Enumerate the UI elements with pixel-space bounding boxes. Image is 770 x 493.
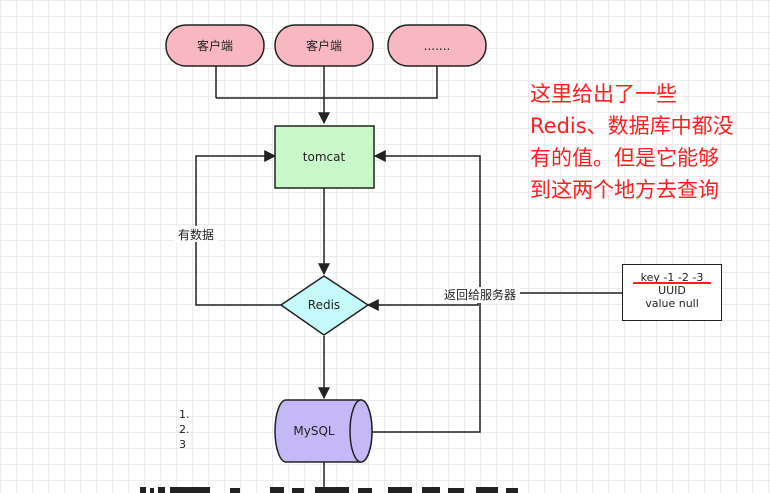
annotation-line: Redis、数据库中都没 — [530, 114, 734, 138]
list-item: 1. — [179, 408, 190, 421]
annotation-line: 这里给出了一些 — [530, 82, 677, 106]
node-tomcat[interactable]: tomcat — [274, 125, 375, 189]
numbered-list: 1. 2. 3 — [179, 407, 190, 452]
red-underline — [632, 282, 712, 284]
key-line-text: key -1 -2 -3 — [640, 271, 704, 284]
edge-client3-bus — [216, 66, 438, 99]
node-client-more[interactable]: ....... — [387, 24, 487, 67]
annotation-note: 这里给出了一些 Redis、数据库中都没 有的值。但是它能够 到这两个地方去查询 — [530, 78, 766, 206]
value-null-line: value null — [645, 297, 699, 310]
uuid-line: UUID — [658, 284, 686, 297]
node-tomcat-label: tomcat — [303, 150, 346, 164]
node-client-1[interactable]: 客户端 — [165, 24, 265, 67]
annotation-line: 到这两个地方去查询 — [530, 178, 719, 202]
node-redis-label: Redis — [308, 298, 340, 312]
node-client-2[interactable]: 客户端 — [274, 24, 374, 67]
node-client-2-label: 客户端 — [306, 38, 342, 53]
edge-label-has-data-bg — [174, 226, 218, 242]
node-client-1-label: 客户端 — [197, 38, 233, 53]
cut-off-text-strip — [140, 487, 518, 493]
node-mysql[interactable]: MySQL — [274, 399, 373, 463]
annotation-line: 有的值。但是它能够 — [530, 146, 719, 170]
key-line: key -1 -2 -3 — [632, 271, 712, 284]
key-values-box[interactable]: key -1 -2 -3 UUID value null — [622, 264, 722, 321]
node-mysql-label: MySQL — [293, 424, 335, 438]
edge-label-return-to-server: 返回给服务器 — [444, 287, 516, 302]
list-item: 3 — [179, 438, 186, 451]
node-redis[interactable]: Redis — [279, 275, 370, 336]
node-client-more-label: ....... — [424, 39, 451, 53]
list-item: 2. — [179, 423, 190, 436]
edge-label-has-data: 有数据 — [178, 227, 214, 242]
edge-label-return-bg — [440, 287, 520, 303]
